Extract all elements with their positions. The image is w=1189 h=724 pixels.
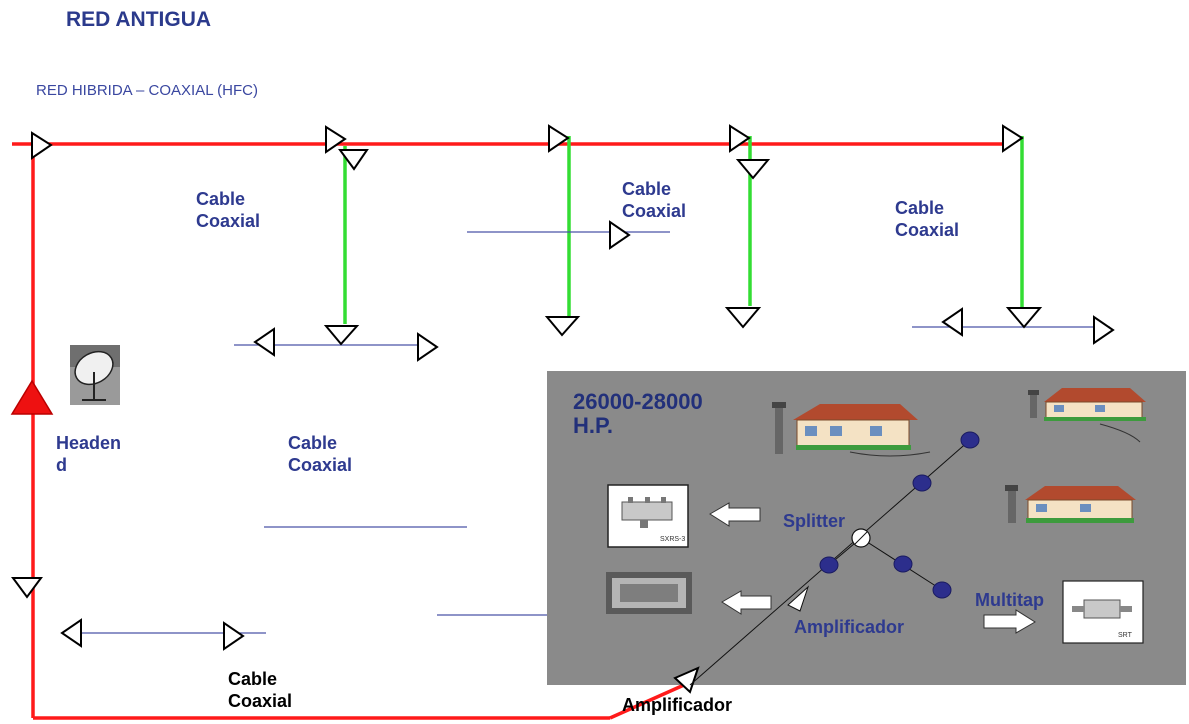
cable-label-line: Cable bbox=[622, 178, 686, 200]
hp-line: H.P. bbox=[573, 414, 703, 438]
headend-triangle-icon bbox=[12, 381, 52, 414]
amplifier-triangle-icon bbox=[1094, 317, 1113, 343]
splitter-label: Splitter bbox=[783, 510, 845, 532]
amplifier-triangle-icon bbox=[326, 127, 345, 152]
cable-coaxial-label-4: Cable Coaxial bbox=[288, 432, 352, 476]
house-icon bbox=[772, 402, 930, 456]
cable-coaxial-label-5: Cable Coaxial bbox=[228, 668, 292, 712]
amplifier-device-icon bbox=[606, 572, 692, 614]
cable-coaxial-label-1: Cable Coaxial bbox=[196, 188, 260, 232]
amplifier-triangle-icon bbox=[1008, 308, 1040, 327]
tap-node bbox=[913, 475, 931, 491]
cable-label-line: Coaxial bbox=[288, 454, 352, 476]
multitap-label: Multitap bbox=[975, 589, 1044, 611]
amplifier-triangle-icon bbox=[610, 222, 629, 248]
arrow-left-icon bbox=[710, 503, 760, 526]
amplifier-triangle-icon bbox=[62, 620, 81, 646]
amplifier-triangle-icon bbox=[224, 623, 243, 649]
headend-label-line: d bbox=[56, 454, 121, 476]
amplifier-triangle-icon bbox=[13, 578, 41, 597]
house-icon bbox=[1005, 485, 1136, 523]
amplifier-triangle-icon bbox=[32, 133, 51, 158]
amplifier-triangle-icon bbox=[943, 309, 962, 335]
arrow-left-icon bbox=[722, 591, 771, 614]
tap-node bbox=[961, 432, 979, 448]
amplifier-triangle-icon bbox=[547, 317, 578, 335]
tap-node bbox=[933, 582, 951, 598]
headend-label-line: Headen bbox=[56, 432, 121, 454]
multitap-device-caption: SRT bbox=[1118, 632, 1132, 639]
amplifier-triangle-icon bbox=[738, 160, 768, 178]
cable-label-line: Cable bbox=[228, 668, 292, 690]
arrow-right-icon bbox=[984, 610, 1035, 633]
panel-amplificador-label: Amplificador bbox=[794, 616, 904, 638]
cable-label-line: Coaxial bbox=[622, 200, 686, 222]
cable-label-line: Cable bbox=[895, 197, 959, 219]
cable-label-line: Cable bbox=[288, 432, 352, 454]
tap-node bbox=[820, 557, 838, 573]
cable-coaxial-label-2: Cable Coaxial bbox=[622, 178, 686, 222]
amplifier-triangle-icon bbox=[727, 308, 759, 327]
cable-coaxial-label-3: Cable Coaxial bbox=[895, 197, 959, 241]
amplifier-triangle-icon bbox=[730, 126, 749, 151]
amplifier-triangle-icon bbox=[418, 334, 437, 360]
amplifier-triangle-icon bbox=[549, 126, 568, 151]
headend-label: Headen d bbox=[56, 432, 121, 476]
cable-label-line: Cable bbox=[196, 188, 260, 210]
tap-node bbox=[894, 556, 912, 572]
hp-line: 26000-28000 bbox=[573, 390, 703, 414]
splitter-device-caption: SXRS-3 bbox=[660, 536, 685, 543]
cable-label-line: Coaxial bbox=[196, 210, 260, 232]
homes-passed-label: 26000-28000 H.P. bbox=[573, 390, 703, 438]
satellite-dish-icon bbox=[69, 345, 120, 405]
house-icon bbox=[1028, 388, 1146, 442]
splitter-node-icon bbox=[852, 529, 870, 547]
cable-label-line: Coaxial bbox=[228, 690, 292, 712]
amplifier-triangle-icon bbox=[1003, 126, 1022, 151]
cable-label-line: Coaxial bbox=[895, 219, 959, 241]
amplifier-triangle-icon bbox=[255, 329, 274, 355]
amplificador-bottom-label: Amplificador bbox=[622, 694, 732, 716]
amplifier-triangle-icon bbox=[326, 326, 357, 344]
